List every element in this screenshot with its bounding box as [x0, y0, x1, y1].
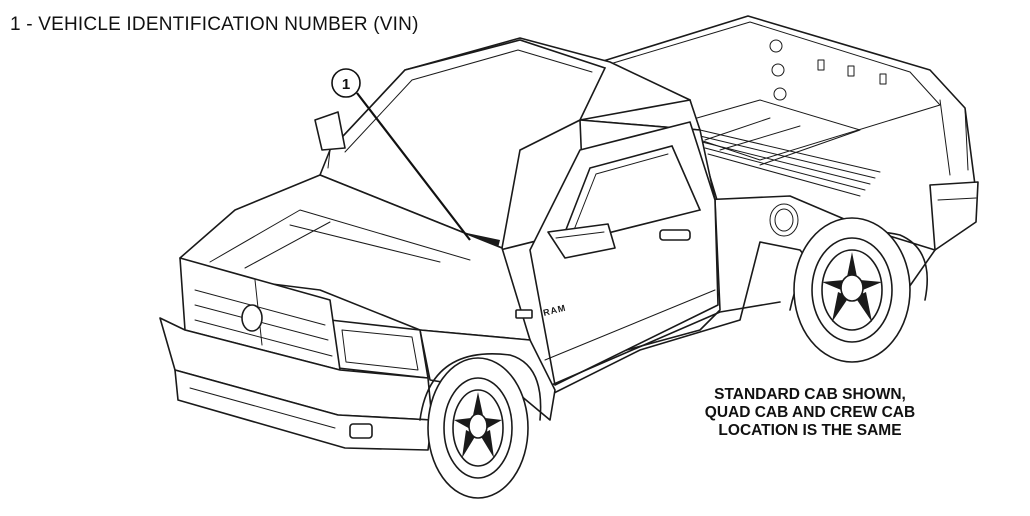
vin-callout: 1	[331, 68, 471, 241]
diagram-title: 1 - VEHICLE IDENTIFICATION NUMBER (VIN)	[10, 14, 419, 35]
door-handle	[659, 229, 691, 241]
cab-note-line-3: LOCATION IS THE SAME	[718, 422, 902, 439]
cab-note-line-2: QUAD CAB AND CREW CAB	[704, 404, 916, 421]
front-wheel	[419, 353, 542, 499]
rear-wheel	[793, 217, 911, 363]
callout-leader-line	[356, 92, 471, 241]
fog-light	[349, 423, 373, 439]
ram-emblem	[241, 304, 263, 332]
side-window	[558, 145, 702, 247]
callout-number: 1	[342, 76, 350, 93]
cab-note-line-1: STANDARD CAB SHOWN,	[714, 386, 906, 403]
truck-bed	[599, 15, 979, 263]
fuel-door	[769, 203, 799, 237]
callout-circle	[331, 68, 361, 98]
cab-note: STANDARD CAB SHOWN, QUAD CAB AND CREW CA…	[660, 386, 960, 440]
bed-floor-ribs	[699, 129, 881, 197]
front-end	[159, 111, 556, 451]
side-mirror-left	[314, 111, 346, 151]
hemi-badge	[515, 309, 533, 319]
